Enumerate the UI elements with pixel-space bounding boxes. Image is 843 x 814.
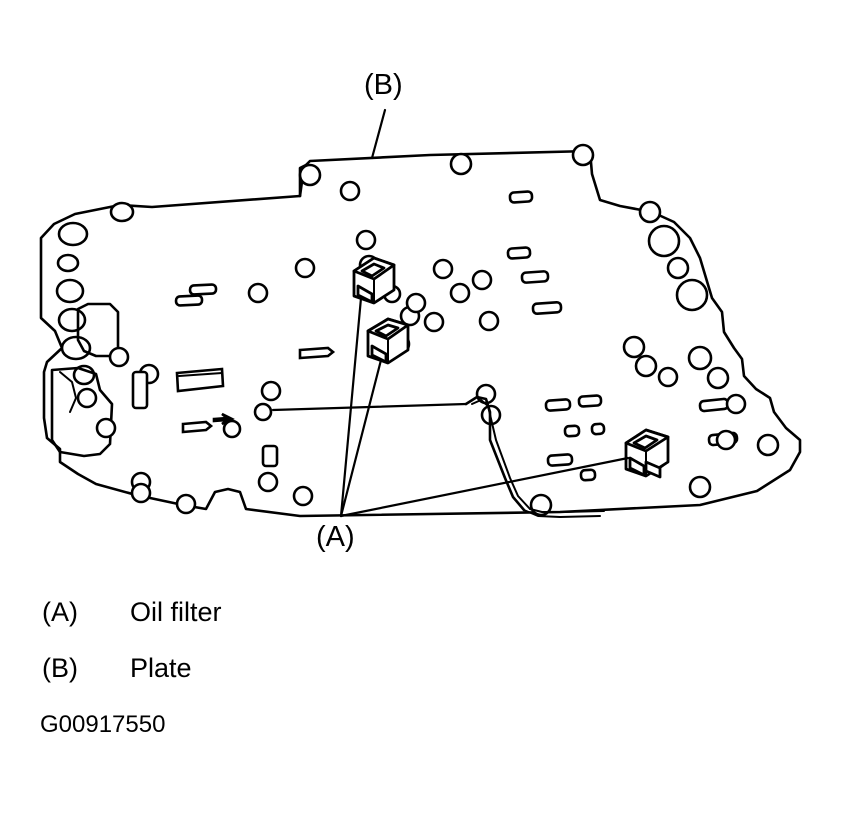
callout-a-label: (A): [316, 521, 355, 553]
plate-left-slots: [131, 257, 316, 439]
plate-left-hole-column: [55, 201, 135, 386]
oil-filter-upper: [352, 256, 396, 305]
plate-center-holes: [253, 143, 595, 517]
legend-label-b: Plate: [130, 653, 192, 683]
leader-lines-a: [271, 296, 630, 518]
legend-key-b: (B): [42, 653, 78, 683]
filter-gasket-outline: [464, 395, 605, 518]
legend-key-a: (A): [42, 597, 78, 627]
plate-right-holes: [622, 200, 780, 499]
legend-item-a: (A) Oil filter: [42, 597, 222, 628]
legend-label-a: Oil filter: [130, 597, 222, 627]
oil-filter-middle: [366, 317, 410, 365]
plate-arrow-slots: [181, 346, 336, 434]
figure-code: G00917550: [40, 711, 166, 738]
callout-b-label: (B): [364, 69, 403, 101]
legend-item-b: (B) Plate: [42, 653, 192, 684]
plate-outline: [39, 149, 802, 518]
leader-line-b: [370, 108, 387, 160]
plate-left-holes: [76, 346, 197, 515]
oil-filter-lower-right: [624, 428, 670, 479]
